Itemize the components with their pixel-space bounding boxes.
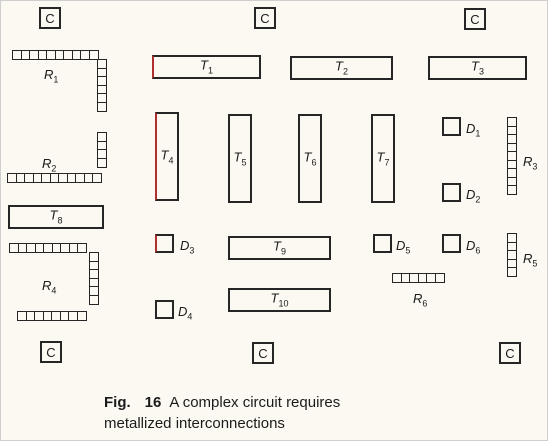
transistor-t10: T10: [228, 288, 331, 312]
resistor-r6: [392, 273, 445, 284]
resistor-r4-label: R4: [42, 278, 57, 296]
transistor-t6-label: T6: [303, 149, 317, 167]
capacitor-5: C: [252, 342, 274, 364]
transistor-t8: T8: [8, 205, 104, 229]
transistor-t2-label: T2: [335, 58, 348, 77]
resistor-r2-bottom: [7, 173, 103, 184]
diode-d4-label: D4: [178, 304, 193, 322]
resistor-r3-label: R3: [523, 154, 538, 172]
resistor-r4-column: [89, 252, 100, 305]
diode-d3: [155, 234, 174, 253]
transistor-t3-label: T3: [471, 58, 484, 77]
caption-fig-label: Fig.: [104, 394, 131, 411]
caption-line-1: Fig. 16 A complex circuit requires: [104, 392, 340, 413]
caption-text-1: A complex circuit requires: [169, 394, 341, 411]
figure-caption: Fig. 16 A complex circuit requires metalli…: [104, 392, 340, 434]
transistor-t9-label: T9: [273, 238, 286, 257]
transistor-t9: T9: [228, 236, 331, 260]
resistor-r6-label: R6: [413, 291, 428, 309]
capacitor-3: C: [464, 8, 486, 30]
transistor-t1: T1: [152, 55, 261, 79]
diode-d6: [442, 234, 461, 253]
diode-d2: [442, 183, 461, 202]
capacitor-6: C: [499, 342, 521, 364]
diode-d5-label: D5: [396, 238, 411, 256]
resistor-r1-label: R1: [44, 67, 59, 85]
transistor-t3: T3: [428, 56, 527, 80]
diode-d4: [155, 300, 174, 319]
transistor-t7: T7: [371, 114, 395, 203]
diode-d6-label: D6: [466, 238, 481, 256]
caption-fig-number: 16: [144, 394, 162, 411]
diode-d1: [442, 117, 461, 136]
diode-d5: [373, 234, 392, 253]
resistor-r1-top: [12, 50, 99, 61]
diode-d2-label: D2: [466, 187, 481, 205]
capacitor-1: C: [39, 7, 61, 29]
capacitor-4: C: [40, 341, 62, 363]
resistor-r1-column: [97, 59, 108, 112]
diode-d3-label: D3: [180, 238, 195, 256]
transistor-t6: T6: [298, 114, 322, 203]
resistor-r4-bottom: [17, 311, 87, 322]
transistor-t10-label: T10: [270, 290, 289, 309]
capacitor-2: C: [254, 7, 276, 29]
resistor-r5: [507, 233, 518, 278]
resistor-r2-column: [97, 132, 108, 168]
resistor-r2-label: R2: [42, 156, 57, 174]
transistor-t5-label: T5: [233, 149, 247, 167]
resistor-r5-label: R5: [523, 251, 538, 269]
transistor-t4-label: T4: [160, 147, 174, 165]
resistor-r4-top: [9, 243, 88, 254]
transistor-t2: T2: [290, 56, 393, 80]
transistor-t8-label: T8: [49, 207, 63, 226]
transistor-t7-label: T7: [376, 149, 390, 167]
diode-d1-label: D1: [466, 121, 481, 139]
transistor-t5: T5: [228, 114, 252, 203]
transistor-t1-label: T1: [200, 57, 213, 76]
caption-line-2: metallized interconnections: [104, 415, 285, 432]
transistor-t4: T4: [155, 112, 179, 201]
resistor-r3: [507, 117, 518, 196]
